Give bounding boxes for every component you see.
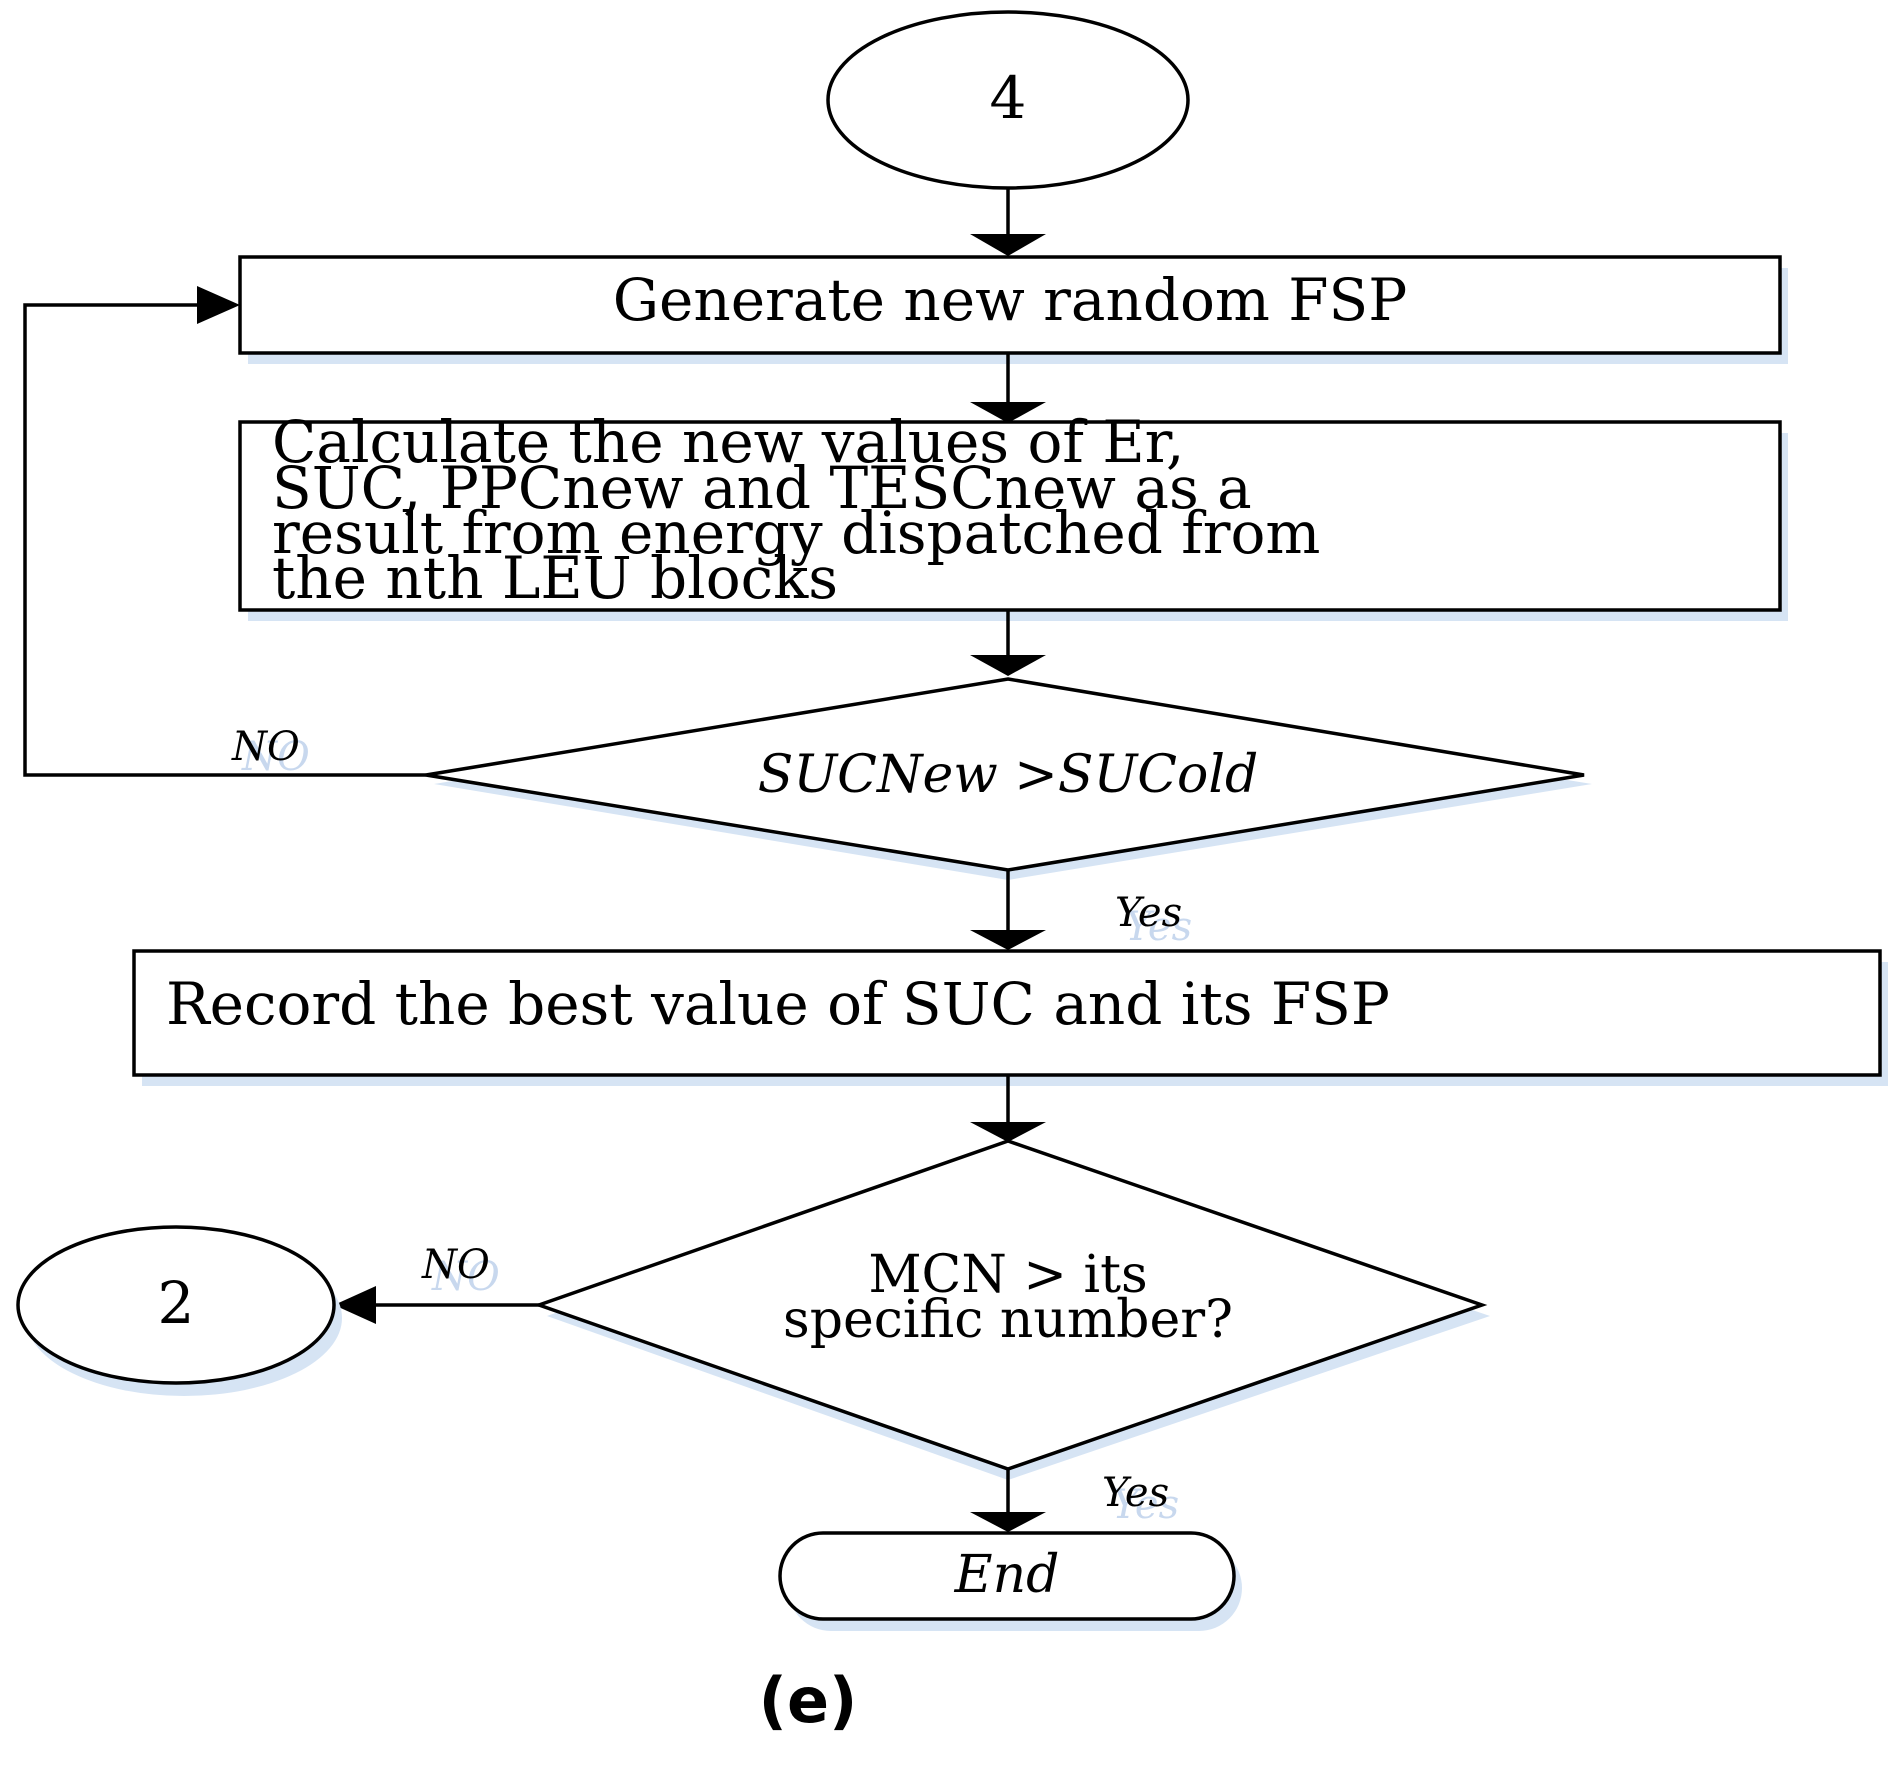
no-label-shadow: NO — [431, 1254, 500, 1300]
arrowhead — [197, 286, 240, 324]
arrowhead — [970, 234, 1046, 256]
no-label-2: NO — [421, 1242, 490, 1288]
figure-caption: (e) — [759, 1664, 858, 1737]
connector-2: 2 — [16, 1225, 342, 1396]
arrowhead — [970, 930, 1046, 950]
process-calculate-values: Calculate the new values of Er, SUC, PPC… — [238, 408, 1788, 621]
yes-label-2: Yes — [1102, 1470, 1169, 1516]
process-calculate-line-2: SUC, PPCnew and TESCnew as a — [272, 454, 1252, 522]
arrowhead — [334, 1286, 376, 1324]
yes-label-shadow: Yes — [1112, 1482, 1179, 1528]
process-record-label: Record the best value of SUC and its FSP — [166, 970, 1390, 1038]
process-generate-fsp: Generate new random FSP — [238, 255, 1788, 364]
connector-2-label: 2 — [158, 1269, 195, 1337]
arrowhead — [970, 402, 1046, 423]
process-record-best: Record the best value of SUC and its FSP — [132, 949, 1888, 1086]
no-label-shadow: NO — [241, 734, 310, 780]
terminal-end-label: End — [954, 1545, 1060, 1605]
process-calculate-line-3: result from energy dispatched from — [272, 499, 1320, 567]
terminal-end: End — [778, 1531, 1242, 1631]
decision-suc-comparison: SUCNew >SUCold — [425, 677, 1592, 880]
arrowhead — [970, 655, 1046, 676]
connector-4-label: 4 — [990, 64, 1027, 132]
edge-no-loop-to-generate — [23, 303, 426, 777]
no-label-1: NO — [231, 724, 300, 770]
decision-mcn-line-2: specific number? — [783, 1290, 1233, 1350]
arrowhead — [970, 1122, 1046, 1142]
yes-label-1: Yes — [1115, 890, 1182, 936]
process-calculate-line-4: the nth LEU blocks — [272, 544, 838, 612]
yes-label-shadow: Yes — [1125, 904, 1192, 950]
decision-suc-label: SUCNew >SUCold — [758, 745, 1259, 805]
process-calculate-line-1: Calculate the new values of Er, — [272, 408, 1184, 476]
decision-mcn-line-1: MCN > its — [868, 1245, 1147, 1305]
arrowhead — [970, 1512, 1046, 1532]
connector-4: 4 — [826, 10, 1190, 190]
process-generate-label: Generate new random FSP — [613, 266, 1408, 334]
decision-mcn: MCN > its specific number? — [533, 1139, 1490, 1480]
